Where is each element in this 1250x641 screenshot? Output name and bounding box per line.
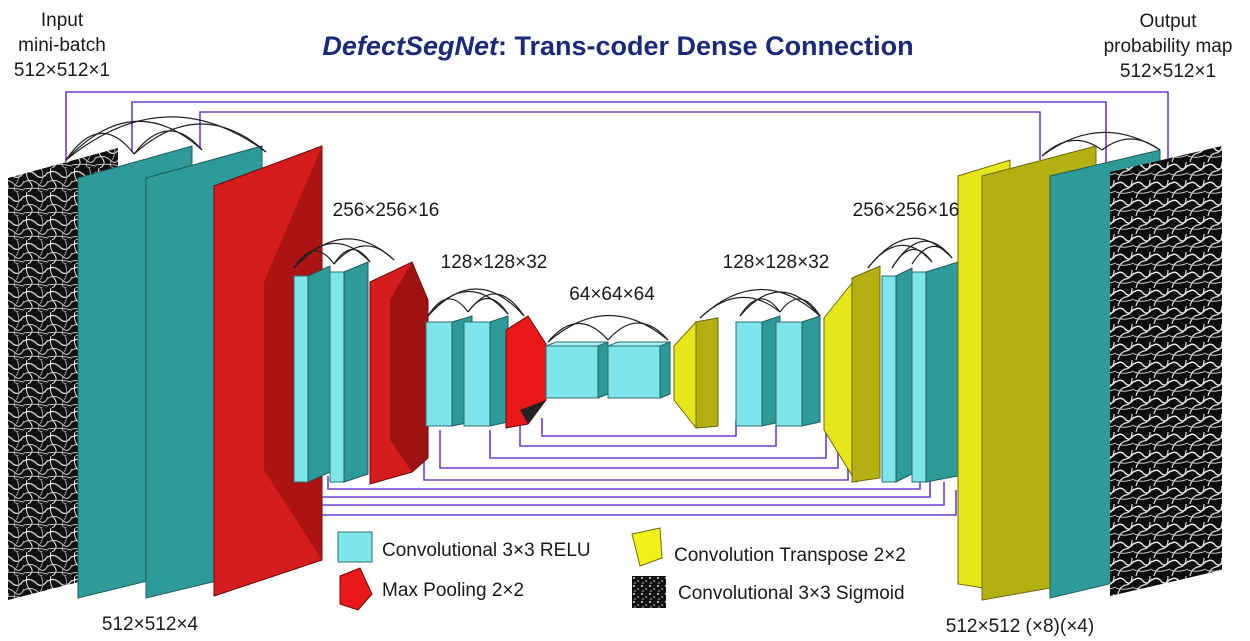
dim-enc3: 128×128×32 (441, 252, 548, 273)
legend-conv-sigmoid: Convolutional 3×3 Sigmoid (632, 576, 905, 608)
encoder-block-3 (425, 288, 547, 429)
svg-text:Convolutional 3×3 RELU: Convolutional 3×3 RELU (382, 540, 591, 561)
dim-enc1: 512×512×4 (102, 614, 199, 635)
svg-text:512×512×1: 512×512×1 (1120, 61, 1216, 82)
svg-text:Output: Output (1139, 11, 1197, 32)
legend-conv-transpose: Convolution Transpose 2×2 (631, 527, 906, 567)
dim-dec1: 512×512 (×8)(×4) (946, 616, 1094, 637)
diagram-title: DefectSegNet: Trans-coder Dense Connecti… (322, 31, 913, 61)
legend-conv-relu: Convolutional 3×3 RELU (337, 531, 591, 563)
svg-text:probability map: probability map (1104, 36, 1233, 57)
svg-text:Max Pooling 2×2: Max Pooling 2×2 (382, 580, 524, 601)
output-label: Output probability map 512×512×1 (1104, 11, 1233, 82)
decoder-block-2 (823, 237, 959, 483)
top-skip-connections (65, 91, 1169, 175)
decoder-block-3 (673, 288, 821, 429)
output-probability-map (1110, 146, 1222, 596)
legend: Convolutional 3×3 RELU Max Pooling 2×2 C… (337, 527, 906, 611)
bottleneck-block (545, 314, 671, 399)
svg-text:Convolutional 3×3 Sigmoid: Convolutional 3×3 Sigmoid (678, 583, 905, 604)
input-label: Input mini-batch 512×512×1 (14, 10, 110, 81)
encoder-block-1 (65, 116, 323, 599)
svg-text:Convolution Transpose 2×2: Convolution Transpose 2×2 (674, 545, 906, 566)
legend-max-pool: Max Pooling 2×2 (339, 567, 524, 611)
dim-dec3: 128×128×32 (723, 252, 830, 273)
dim-bottleneck: 64×64×64 (569, 284, 655, 305)
encoder-block-2 (293, 238, 429, 485)
dim-dec2: 256×256×16 (853, 200, 960, 221)
dim-enc2: 256×256×16 (333, 200, 440, 221)
svg-text:mini-batch: mini-batch (18, 35, 106, 56)
svg-text:512×512×1: 512×512×1 (14, 60, 110, 81)
svg-text:Input: Input (41, 10, 84, 31)
